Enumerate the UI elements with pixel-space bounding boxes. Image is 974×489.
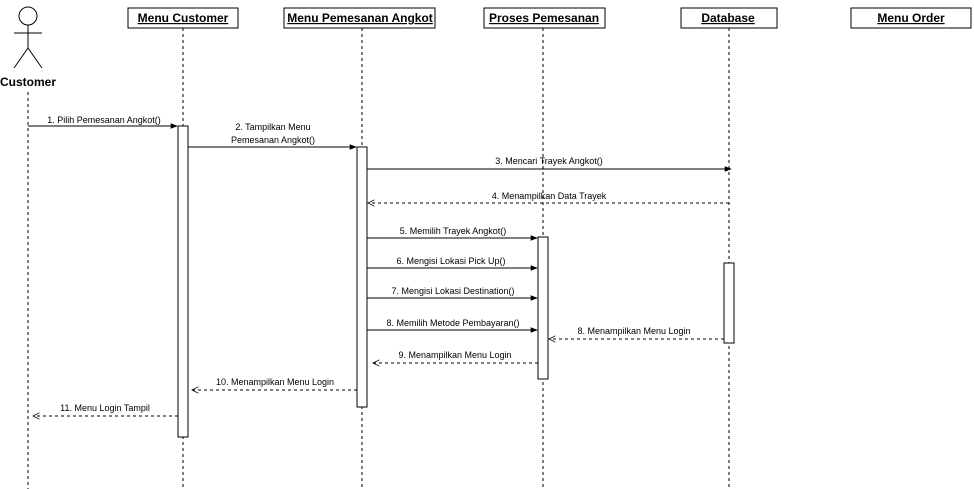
message-label: 3. Mencari Trayek Angkot() bbox=[495, 156, 603, 166]
message-4: 4. Menampilkan Data Trayek bbox=[368, 191, 729, 203]
message-11: 11. Menu Login Tampil bbox=[33, 403, 178, 416]
actor-customer: Customer bbox=[0, 6, 56, 489]
message-5: 5. Memilih Trayek Angkot() bbox=[367, 226, 538, 241]
message-label: 10. Menampilkan Menu Login bbox=[216, 377, 334, 387]
message-9: 9. Menampilkan Menu Login bbox=[373, 350, 538, 363]
lifeline-database: Database bbox=[680, 7, 778, 489]
message-8: 8. Memilih Metode Pembayaran() bbox=[367, 318, 538, 333]
message-7: 7. Mengisi Lokasi Destination() bbox=[367, 286, 538, 301]
message-label: 4. Menampilkan Data Trayek bbox=[492, 191, 607, 201]
lifeline-menu-order: Menu Order bbox=[850, 7, 972, 29]
lifeline-title: Menu Pemesanan Angkot bbox=[287, 11, 433, 25]
lifeline-title: Proses Pemesanan bbox=[489, 11, 599, 25]
lifeline-title: Menu Customer bbox=[138, 11, 229, 25]
message-label: 1. Pilih Pemesanan Angkot() bbox=[47, 115, 161, 125]
activation-menu-customer bbox=[177, 125, 189, 438]
message-6: 6. Mengisi Lokasi Pick Up() bbox=[367, 256, 538, 271]
message-label: 2. Tampilkan Menu bbox=[235, 122, 310, 132]
message-label: 8. Menampilkan Menu Login bbox=[577, 326, 690, 336]
message-1: 1. Pilih Pemesanan Angkot() bbox=[28, 115, 178, 129]
actor-label: Customer bbox=[0, 75, 56, 89]
message-label: 6. Mengisi Lokasi Pick Up() bbox=[396, 256, 505, 266]
lifeline-proses-pemesanan: Proses Pemesanan bbox=[483, 7, 606, 489]
activation-menu-pemesanan-angkot bbox=[356, 146, 368, 408]
lifeline-title: Menu Order bbox=[877, 11, 945, 25]
message-10: 10. Menampilkan Menu Login bbox=[192, 377, 357, 390]
activation-database bbox=[723, 262, 735, 344]
lifeline-box bbox=[283, 7, 436, 29]
message-label: 7. Mengisi Lokasi Destination() bbox=[391, 286, 514, 296]
message-2: 2. Tampilkan Menu Pemesanan Angkot() bbox=[188, 122, 357, 150]
message-label: 8. Memilih Metode Pembayaran() bbox=[386, 318, 519, 328]
message-8-return: 8. Menampilkan Menu Login bbox=[549, 326, 724, 339]
activation-proses-pemesanan bbox=[537, 236, 549, 380]
message-label: 9. Menampilkan Menu Login bbox=[398, 350, 511, 360]
message-label: 5. Memilih Trayek Angkot() bbox=[400, 226, 507, 236]
lifeline-box bbox=[850, 7, 972, 29]
message-label: Pemesanan Angkot() bbox=[231, 135, 315, 145]
lifeline-menu-customer: Menu Customer bbox=[127, 7, 239, 489]
message-label: 11. Menu Login Tampil bbox=[60, 403, 150, 413]
lifeline-title: Database bbox=[701, 11, 755, 25]
stick-figure-icon bbox=[13, 6, 43, 69]
message-3: 3. Mencari Trayek Angkot() bbox=[367, 156, 732, 172]
lifeline-box bbox=[483, 7, 606, 29]
